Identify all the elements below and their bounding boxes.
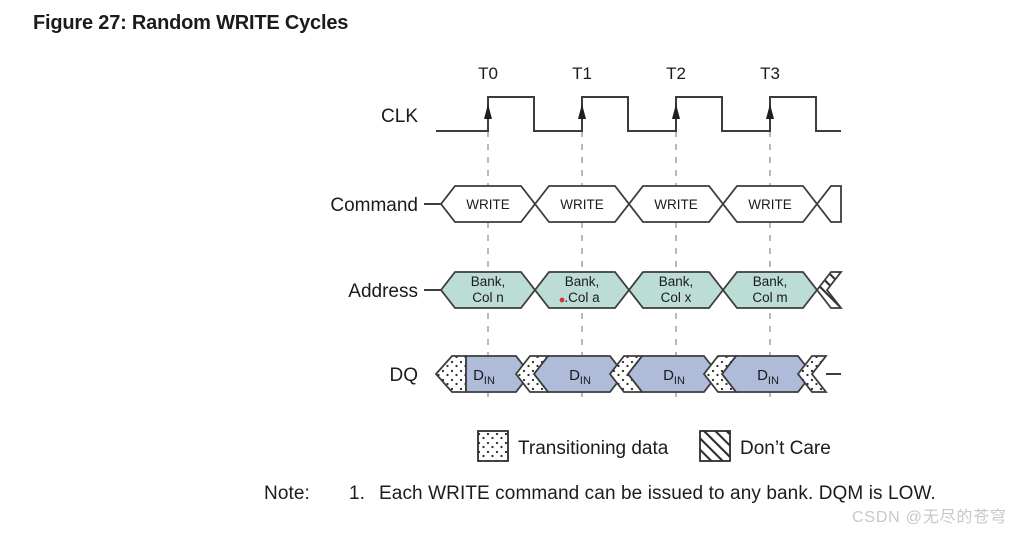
watermark: CSDN @无尽的苍穹 bbox=[852, 509, 1007, 526]
rising-edge-arrow-t0 bbox=[484, 104, 492, 119]
dotted-swatch-icon bbox=[477, 430, 509, 462]
dq-cell-label-0: DIN bbox=[473, 367, 495, 387]
legend-label-dont-care: Don’t Care bbox=[740, 438, 831, 459]
dq-waveform: DIN DIN DIN DIN bbox=[434, 355, 841, 393]
address-cell-label-0-line2: Col n bbox=[472, 290, 504, 305]
address-cell-label-3-line1: Bank, bbox=[753, 274, 788, 289]
row-label-dq: DQ bbox=[390, 365, 419, 386]
command-cell-label-3: WRITE bbox=[748, 197, 792, 212]
dq-transition-1 bbox=[608, 355, 644, 393]
legend: Transitioning data Don’t Care bbox=[477, 430, 831, 462]
hatched-swatch-icon bbox=[699, 430, 731, 462]
dq-transition-0 bbox=[514, 355, 550, 393]
command-waveform: WRITE WRITE WRITE WRITE bbox=[424, 185, 842, 223]
clock-label-t0: T0 bbox=[478, 64, 498, 83]
alignment-guides bbox=[487, 131, 771, 398]
rising-edge-arrow-t1 bbox=[578, 104, 586, 119]
dq-transition-3 bbox=[796, 355, 828, 393]
row-labels: CLK Command Address DQ bbox=[330, 106, 418, 386]
dq-cell-label-2: DIN bbox=[663, 367, 685, 387]
legend-label-transitioning: Transitioning data bbox=[518, 438, 669, 459]
address-cell-label-2-line2: Col x bbox=[661, 290, 692, 305]
dq-cell-label-3: DIN bbox=[757, 367, 779, 387]
command-cell-tail bbox=[815, 185, 842, 223]
row-label-command: Command bbox=[330, 195, 418, 216]
address-annotation-dot bbox=[559, 297, 565, 303]
dq-cell-label-1: DIN bbox=[569, 367, 591, 387]
clock-label-t2: T2 bbox=[666, 64, 686, 83]
note-number: 1. bbox=[349, 483, 366, 504]
clock-tick-labels: T0 T1 T2 T3 bbox=[478, 64, 780, 83]
command-cell-label-2: WRITE bbox=[654, 197, 698, 212]
clock-label-t3: T3 bbox=[760, 64, 780, 83]
note-text: Each WRITE command can be issued to any … bbox=[379, 483, 936, 504]
command-cell-label-0: WRITE bbox=[466, 197, 510, 212]
clock-label-t1: T1 bbox=[572, 64, 592, 83]
address-cell-label-3-line2: Col m bbox=[752, 290, 787, 305]
page-title: Figure 27: Random WRITE Cycles bbox=[33, 12, 349, 34]
address-dont-care-tail bbox=[815, 271, 843, 309]
note-label: Note: bbox=[264, 483, 310, 504]
rising-edge-arrow-t2 bbox=[672, 104, 680, 119]
rising-edge-arrow-t3 bbox=[766, 104, 774, 119]
address-cell-label-1-line2: .Col a bbox=[564, 290, 600, 305]
clk-signal-line bbox=[436, 96, 841, 132]
row-label-address: Address bbox=[348, 281, 418, 302]
clk-waveform bbox=[436, 96, 841, 132]
row-label-clk: CLK bbox=[381, 106, 418, 127]
dq-transition-lead bbox=[434, 355, 467, 393]
address-cell-label-1-line1: Bank, bbox=[565, 274, 600, 289]
address-cell-label-0-line1: Bank, bbox=[471, 274, 506, 289]
command-cell-label-1: WRITE bbox=[560, 197, 604, 212]
clk-rising-edge-arrows bbox=[484, 104, 774, 119]
address-cell-label-2-line1: Bank, bbox=[659, 274, 694, 289]
address-waveform: Bank, Col n Bank, .Col a Bank, Col x Ban… bbox=[424, 271, 843, 309]
dq-transition-2 bbox=[702, 355, 738, 393]
